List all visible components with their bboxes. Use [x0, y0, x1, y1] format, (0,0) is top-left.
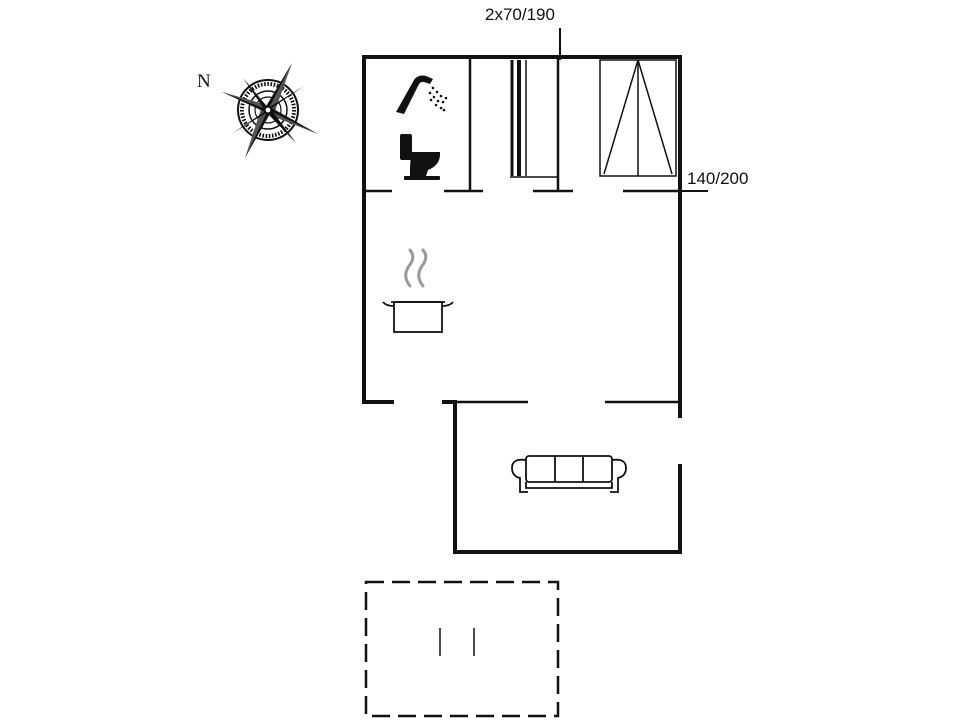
- interior-walls: [364, 57, 680, 404]
- double-bed-label: 140/200: [687, 169, 748, 188]
- toilet-icon: [400, 134, 441, 180]
- sofa-icon: [511, 455, 627, 493]
- north-label: N: [197, 71, 211, 92]
- compass-rose-icon: [222, 63, 318, 158]
- bunk-bed-icon: [510, 60, 558, 178]
- shower-icon: [396, 75, 448, 114]
- bunk-bed-label: 2x70/190: [485, 5, 555, 24]
- terrace-furniture: [439, 628, 475, 656]
- terrace-outline: [364, 580, 560, 718]
- exterior-walls: [362, 55, 682, 554]
- double-bed-icon: [599, 59, 677, 177]
- cooking-pot-icon: [382, 248, 454, 333]
